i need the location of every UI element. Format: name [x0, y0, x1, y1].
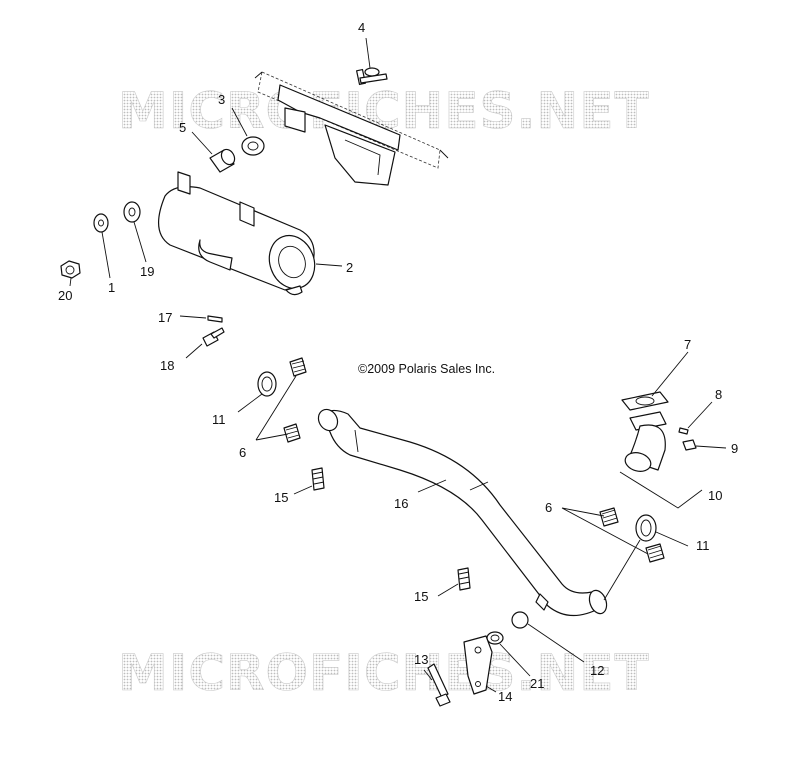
grommet-part-3 — [231, 107, 265, 156]
callout-13: 13 — [414, 652, 428, 667]
gasket-part-11-left — [237, 371, 277, 413]
callout-2: 2 — [346, 260, 353, 275]
leader-6-left — [255, 375, 297, 441]
callout-17: 17 — [158, 310, 172, 325]
stud-part-8 — [678, 401, 713, 435]
callout-11-right: 11 — [696, 538, 710, 553]
callout-18: 18 — [160, 358, 174, 373]
callout-6-right: 6 — [545, 500, 552, 515]
callout-7: 7 — [684, 337, 691, 352]
leader-6-right — [561, 507, 649, 555]
head-pipe-part-16 — [317, 408, 608, 617]
spring-part-6-upper — [289, 357, 307, 377]
callout-11-left: 11 — [212, 412, 226, 427]
spring-part-6-lower — [283, 423, 301, 443]
callout-4: 4 — [358, 20, 365, 35]
callout-1: 1 — [108, 280, 115, 295]
clip-part-17 — [179, 315, 223, 323]
screw-part-18 — [185, 327, 225, 359]
gasket-part-7 — [621, 351, 689, 411]
callout-12: 12 — [590, 663, 604, 678]
frame-bracket — [254, 71, 449, 186]
callout-6-left: 6 — [239, 445, 246, 460]
callout-3: 3 — [218, 92, 225, 107]
callout-21: 21 — [530, 676, 544, 691]
callout-16: 16 — [394, 496, 408, 511]
nut-part-9 — [682, 439, 727, 451]
spring-part-6-right-upper — [599, 507, 619, 527]
callout-8: 8 — [715, 387, 722, 402]
spring-part-15-lower — [437, 567, 471, 597]
callout-10: 10 — [708, 488, 722, 503]
bolt-part-4 — [356, 37, 388, 86]
callout-9: 9 — [731, 441, 738, 456]
copyright-notice: ©2009 Polaris Sales Inc. — [358, 362, 495, 376]
callout-15-upper: 15 — [274, 490, 288, 505]
watermark-top: MICROFICHES.NET — [118, 82, 650, 140]
nut-part-20 — [60, 260, 81, 287]
watermark-bottom: MICROFICHES.NET — [118, 644, 650, 702]
gasket-part-11-right — [603, 514, 689, 601]
spacer-part-5 — [191, 131, 236, 173]
muffler-part-2 — [158, 171, 343, 296]
callout-15-lower: 15 — [414, 589, 428, 604]
cap-part-12 — [511, 611, 585, 663]
grommet-part-19 — [123, 201, 147, 263]
callout-19: 19 — [140, 264, 154, 279]
bracket-part-14 — [463, 635, 497, 695]
callout-20: 20 — [58, 288, 72, 303]
elbow-part-10 — [619, 411, 703, 509]
washer-part-1 — [93, 213, 111, 279]
bolt-part-13 — [423, 663, 451, 707]
callout-5: 5 — [179, 120, 186, 135]
spring-part-15-upper — [293, 467, 325, 495]
callout-14: 14 — [498, 689, 512, 704]
spring-part-6-right-lower — [645, 543, 665, 563]
